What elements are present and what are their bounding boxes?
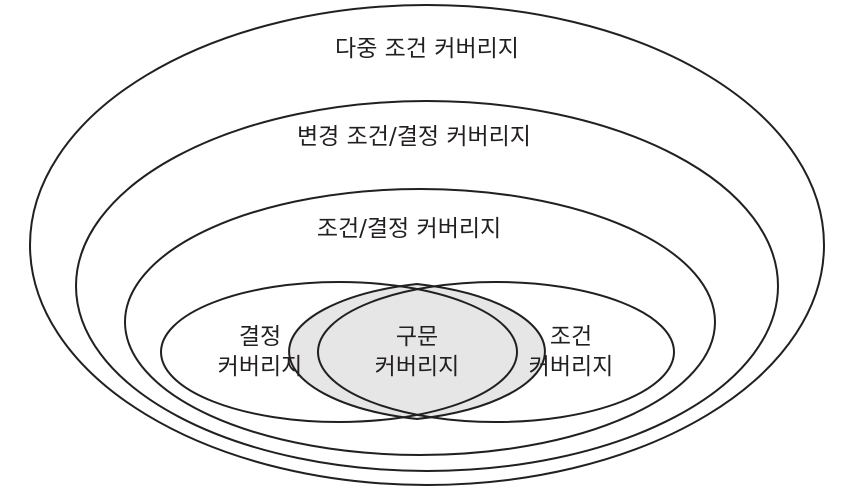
statement-coverage-label-line2: 커버리지 bbox=[375, 354, 460, 380]
decision-coverage-ellipse bbox=[160, 281, 518, 423]
condition-decision-coverage-ring bbox=[124, 188, 716, 456]
condition-decision-coverage-label: 조건/결정 커버리지 bbox=[317, 216, 501, 242]
condition-coverage-ellipse bbox=[317, 281, 675, 423]
multiple-condition-coverage-ring bbox=[29, 4, 825, 486]
modified-condition-decision-coverage-label: 변경 조건/결정 커버리지 bbox=[297, 124, 531, 150]
multiple-condition-coverage-label: 다중 조건 커버리지 bbox=[335, 36, 519, 62]
statement-coverage-label-line1: 구문 bbox=[396, 324, 438, 350]
condition-coverage-label-line2: 커버리지 bbox=[529, 354, 614, 380]
decision-coverage-label-line2: 커버리지 bbox=[218, 354, 303, 380]
condition-coverage-label-line1: 조건 bbox=[550, 324, 592, 350]
statement-coverage-overlap bbox=[288, 282, 546, 421]
decision-coverage-label-line1: 결정 bbox=[239, 324, 281, 350]
modified-condition-decision-coverage-ring bbox=[75, 100, 779, 472]
